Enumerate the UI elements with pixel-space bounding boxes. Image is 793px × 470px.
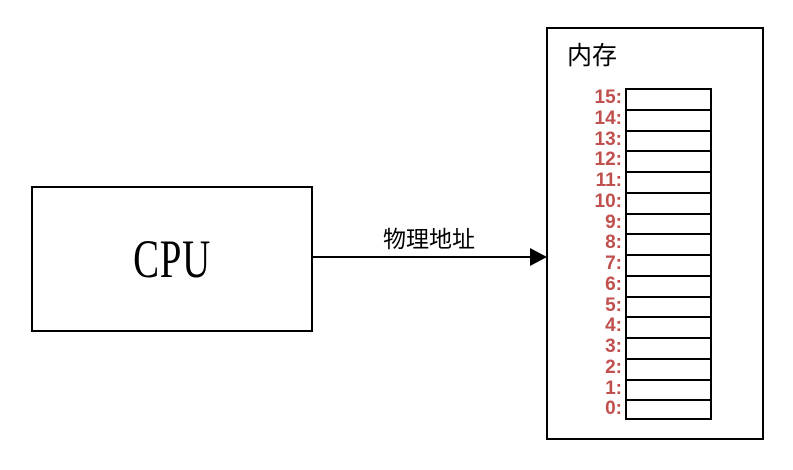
memory-address-label: 7: [605, 253, 622, 274]
memory-cell [625, 191, 712, 213]
memory-row: 10: [570, 190, 712, 213]
memory-row: 4: [570, 315, 712, 337]
memory-cell [625, 399, 712, 420]
memory-address-label: 0: [605, 398, 622, 420]
memory-address-label: 14: [594, 107, 622, 129]
memory-row: 7: [570, 253, 712, 275]
memory-address-label: 10: [594, 190, 622, 212]
memory-box: 内存 15:14:13:12:11:10:9:8:7:6:5:4:3:2:1:0… [546, 27, 764, 440]
physical-address-label: 物理地址 [383, 227, 475, 252]
memory-cell [625, 108, 712, 130]
cpu-label: CPU [133, 229, 211, 289]
memory-row: 14: [570, 107, 712, 130]
memory-row: 2: [570, 356, 712, 379]
arrow-head-icon [530, 248, 547, 266]
memory-address-label: 9: [605, 211, 622, 233]
memory-cell [625, 274, 712, 296]
memory-cells: 15:14:13:12:11:10:9:8:7:6:5:4:3:2:1:0: [570, 87, 712, 420]
cpu-box: CPU [31, 186, 313, 332]
memory-cell [625, 129, 712, 151]
memory-address-label: 2: [605, 356, 622, 378]
memory-title: 内存 [567, 43, 618, 70]
memory-row: 11: [570, 170, 712, 192]
memory-row: 1: [570, 377, 712, 400]
memory-row: 13: [570, 128, 712, 151]
memory-cell [625, 357, 712, 379]
memory-address-label: 1: [605, 377, 622, 399]
memory-address-label: 8: [605, 232, 622, 254]
memory-row: 0: [570, 398, 712, 420]
memory-row: 5: [570, 294, 712, 317]
memory-cell [625, 295, 712, 317]
memory-row: 9: [570, 211, 712, 234]
memory-address-label: 12: [594, 149, 622, 171]
memory-address-label: 13: [594, 128, 622, 150]
memory-cell [625, 378, 712, 400]
memory-address-label: 4: [605, 315, 622, 337]
memory-cell [625, 254, 712, 275]
memory-address-label: 6: [605, 273, 622, 295]
physical-address-arrow-line [313, 256, 531, 258]
memory-address-label: 11: [595, 170, 622, 191]
memory-row: 15: [570, 87, 712, 109]
memory-cell [625, 171, 712, 192]
memory-cell [625, 88, 712, 109]
memory-row: 12: [570, 149, 712, 171]
memory-row: 3: [570, 336, 712, 358]
memory-address-label: 15: [594, 87, 622, 108]
memory-address-label: 3: [605, 336, 622, 357]
memory-cell [625, 212, 712, 234]
memory-row: 6: [570, 273, 712, 296]
memory-cell [625, 150, 712, 171]
memory-cell [625, 337, 712, 358]
memory-row: 8: [570, 232, 712, 254]
memory-cell [625, 316, 712, 337]
memory-address-label: 5: [605, 294, 622, 316]
memory-cell [625, 233, 712, 254]
